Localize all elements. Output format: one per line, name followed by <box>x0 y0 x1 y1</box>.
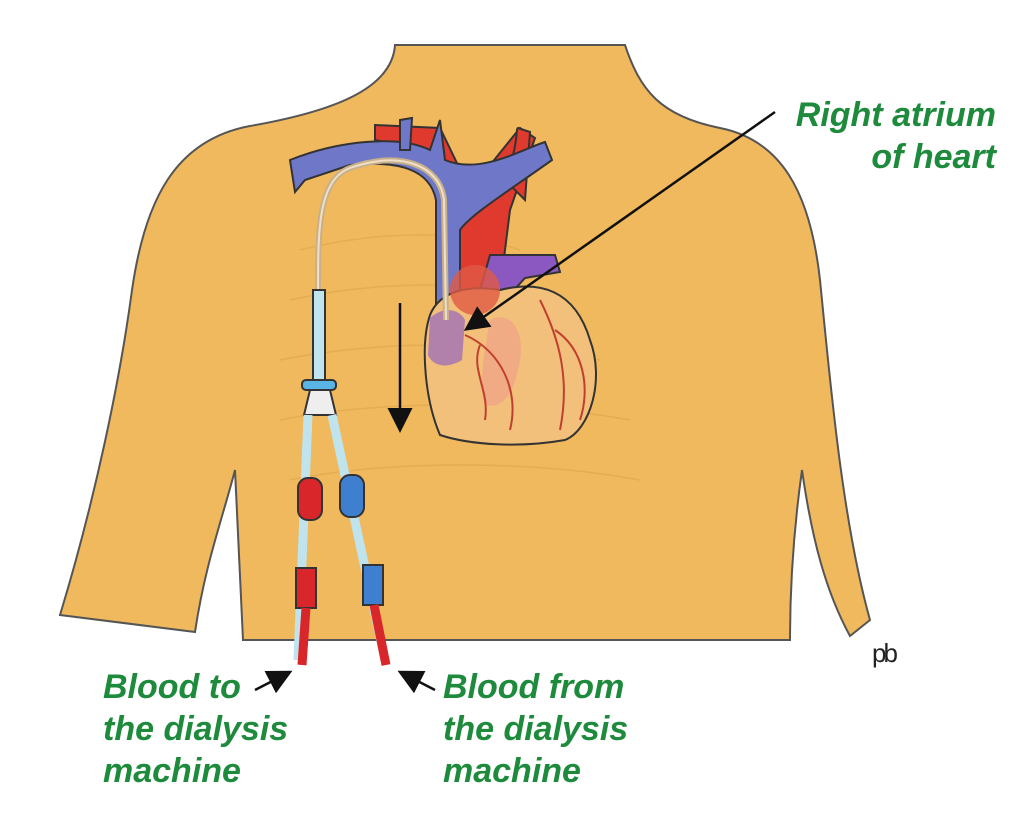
red-clamp <box>297 477 323 521</box>
aortic-root <box>450 265 500 315</box>
suture-wing <box>301 379 337 391</box>
blood-from-machine-label: Blood from the dialysis machine <box>443 666 628 792</box>
blood-to-machine-label: Blood to the dialysis machine <box>103 666 288 792</box>
catheter-shaft <box>312 289 326 386</box>
blue-side-red-tube <box>369 604 391 666</box>
label-line: Blood to <box>103 668 241 706</box>
coronary-vessels <box>464 299 586 431</box>
label-line: of heart <box>871 138 996 176</box>
blood-from-pointer <box>397 670 436 694</box>
blue-connector <box>362 564 384 606</box>
right-atrium <box>428 310 465 366</box>
red-connector <box>295 567 317 609</box>
label-line: the dialysis <box>103 710 289 748</box>
label-line: Blood from <box>443 668 625 706</box>
artist-signature: pb <box>872 638 898 668</box>
blue-clamp <box>339 474 365 518</box>
red-limb <box>293 414 313 661</box>
label-line: machine <box>103 752 241 790</box>
veins <box>288 116 554 321</box>
blood-to-pointer <box>254 670 293 694</box>
right-atrium-pointer <box>463 110 776 331</box>
catheter-line-inner <box>317 159 447 321</box>
bifurcation-hub <box>302 389 338 416</box>
right-atrium-label: Right atrium of heart <box>796 94 996 178</box>
label-line: Right atrium <box>795 96 996 134</box>
label-line: machine <box>443 752 581 790</box>
red-tube <box>297 607 311 666</box>
label-line: the dialysis <box>443 710 629 748</box>
pink-region <box>482 317 521 406</box>
